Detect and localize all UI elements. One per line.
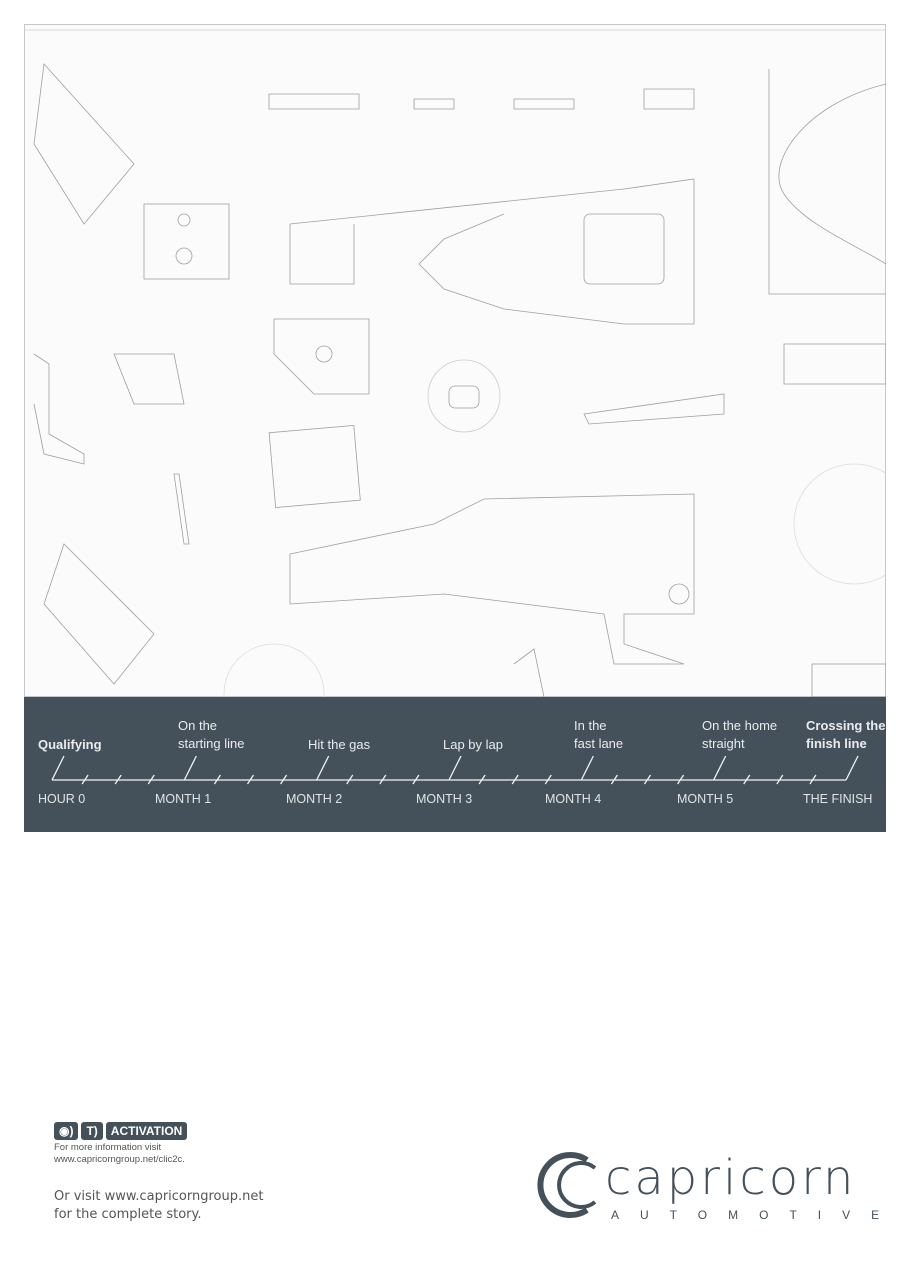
major-tick xyxy=(448,755,462,781)
minor-tick xyxy=(412,774,420,785)
tick-month-3: MONTH 3 xyxy=(416,792,473,806)
capricorn-logo: capricorn AUTOMOTIVE xyxy=(535,1150,879,1230)
tick-month-5: MONTH 5 xyxy=(677,792,734,806)
minor-tick xyxy=(114,774,122,785)
info-text: For more information visit www.capricorn… xyxy=(54,1142,185,1165)
minor-tick xyxy=(544,774,552,785)
logo-mark-icon xyxy=(537,1152,597,1218)
minor-tick xyxy=(643,774,652,785)
tick-hour-0: HOUR 0 xyxy=(38,792,86,806)
minor-tick xyxy=(743,774,751,785)
major-tick xyxy=(845,755,859,781)
minor-tick xyxy=(346,774,354,785)
tick-month-4: MONTH 4 xyxy=(545,792,602,806)
minor-tick xyxy=(511,774,519,785)
badge-text: ACTIVATION xyxy=(105,1122,188,1140)
major-tick xyxy=(713,755,727,781)
major-tick xyxy=(51,755,65,781)
info-link[interactable]: www.capricorngroup.net/clic2c. xyxy=(54,1154,185,1165)
minor-tick xyxy=(809,774,817,785)
minor-tick xyxy=(147,774,155,785)
minor-tick xyxy=(81,774,89,785)
minor-tick xyxy=(677,774,685,785)
milestone-qualifying: Qualifying xyxy=(38,737,102,752)
visit-text: Or visit www.capricorngroup.net for the … xyxy=(54,1189,264,1222)
milestone-hit-the-gas: Hit the gas xyxy=(308,737,371,752)
tick-month-1: MONTH 1 xyxy=(155,792,212,806)
timeline-axis xyxy=(51,755,859,785)
major-tick xyxy=(316,755,330,781)
tick-the-finish: THE FINISH xyxy=(803,792,873,806)
tick-month-2: MONTH 2 xyxy=(286,792,343,806)
milestone-lap-by-lap: Lap by lap xyxy=(443,737,503,752)
minor-tick xyxy=(213,774,221,785)
major-tick xyxy=(183,755,197,781)
activation-badge[interactable]: ◉) T) ACTIVATION xyxy=(54,1122,188,1140)
technical-drawing-background xyxy=(24,24,907,745)
camera-icon: ◉) xyxy=(54,1122,79,1140)
minor-tick xyxy=(280,774,288,785)
major-tick xyxy=(580,755,594,781)
text-icon: T) xyxy=(81,1122,103,1140)
minor-tick xyxy=(379,774,387,785)
minor-tick xyxy=(246,774,255,785)
minor-tick xyxy=(610,774,618,785)
minor-tick xyxy=(776,774,784,785)
minor-tick xyxy=(478,774,486,785)
